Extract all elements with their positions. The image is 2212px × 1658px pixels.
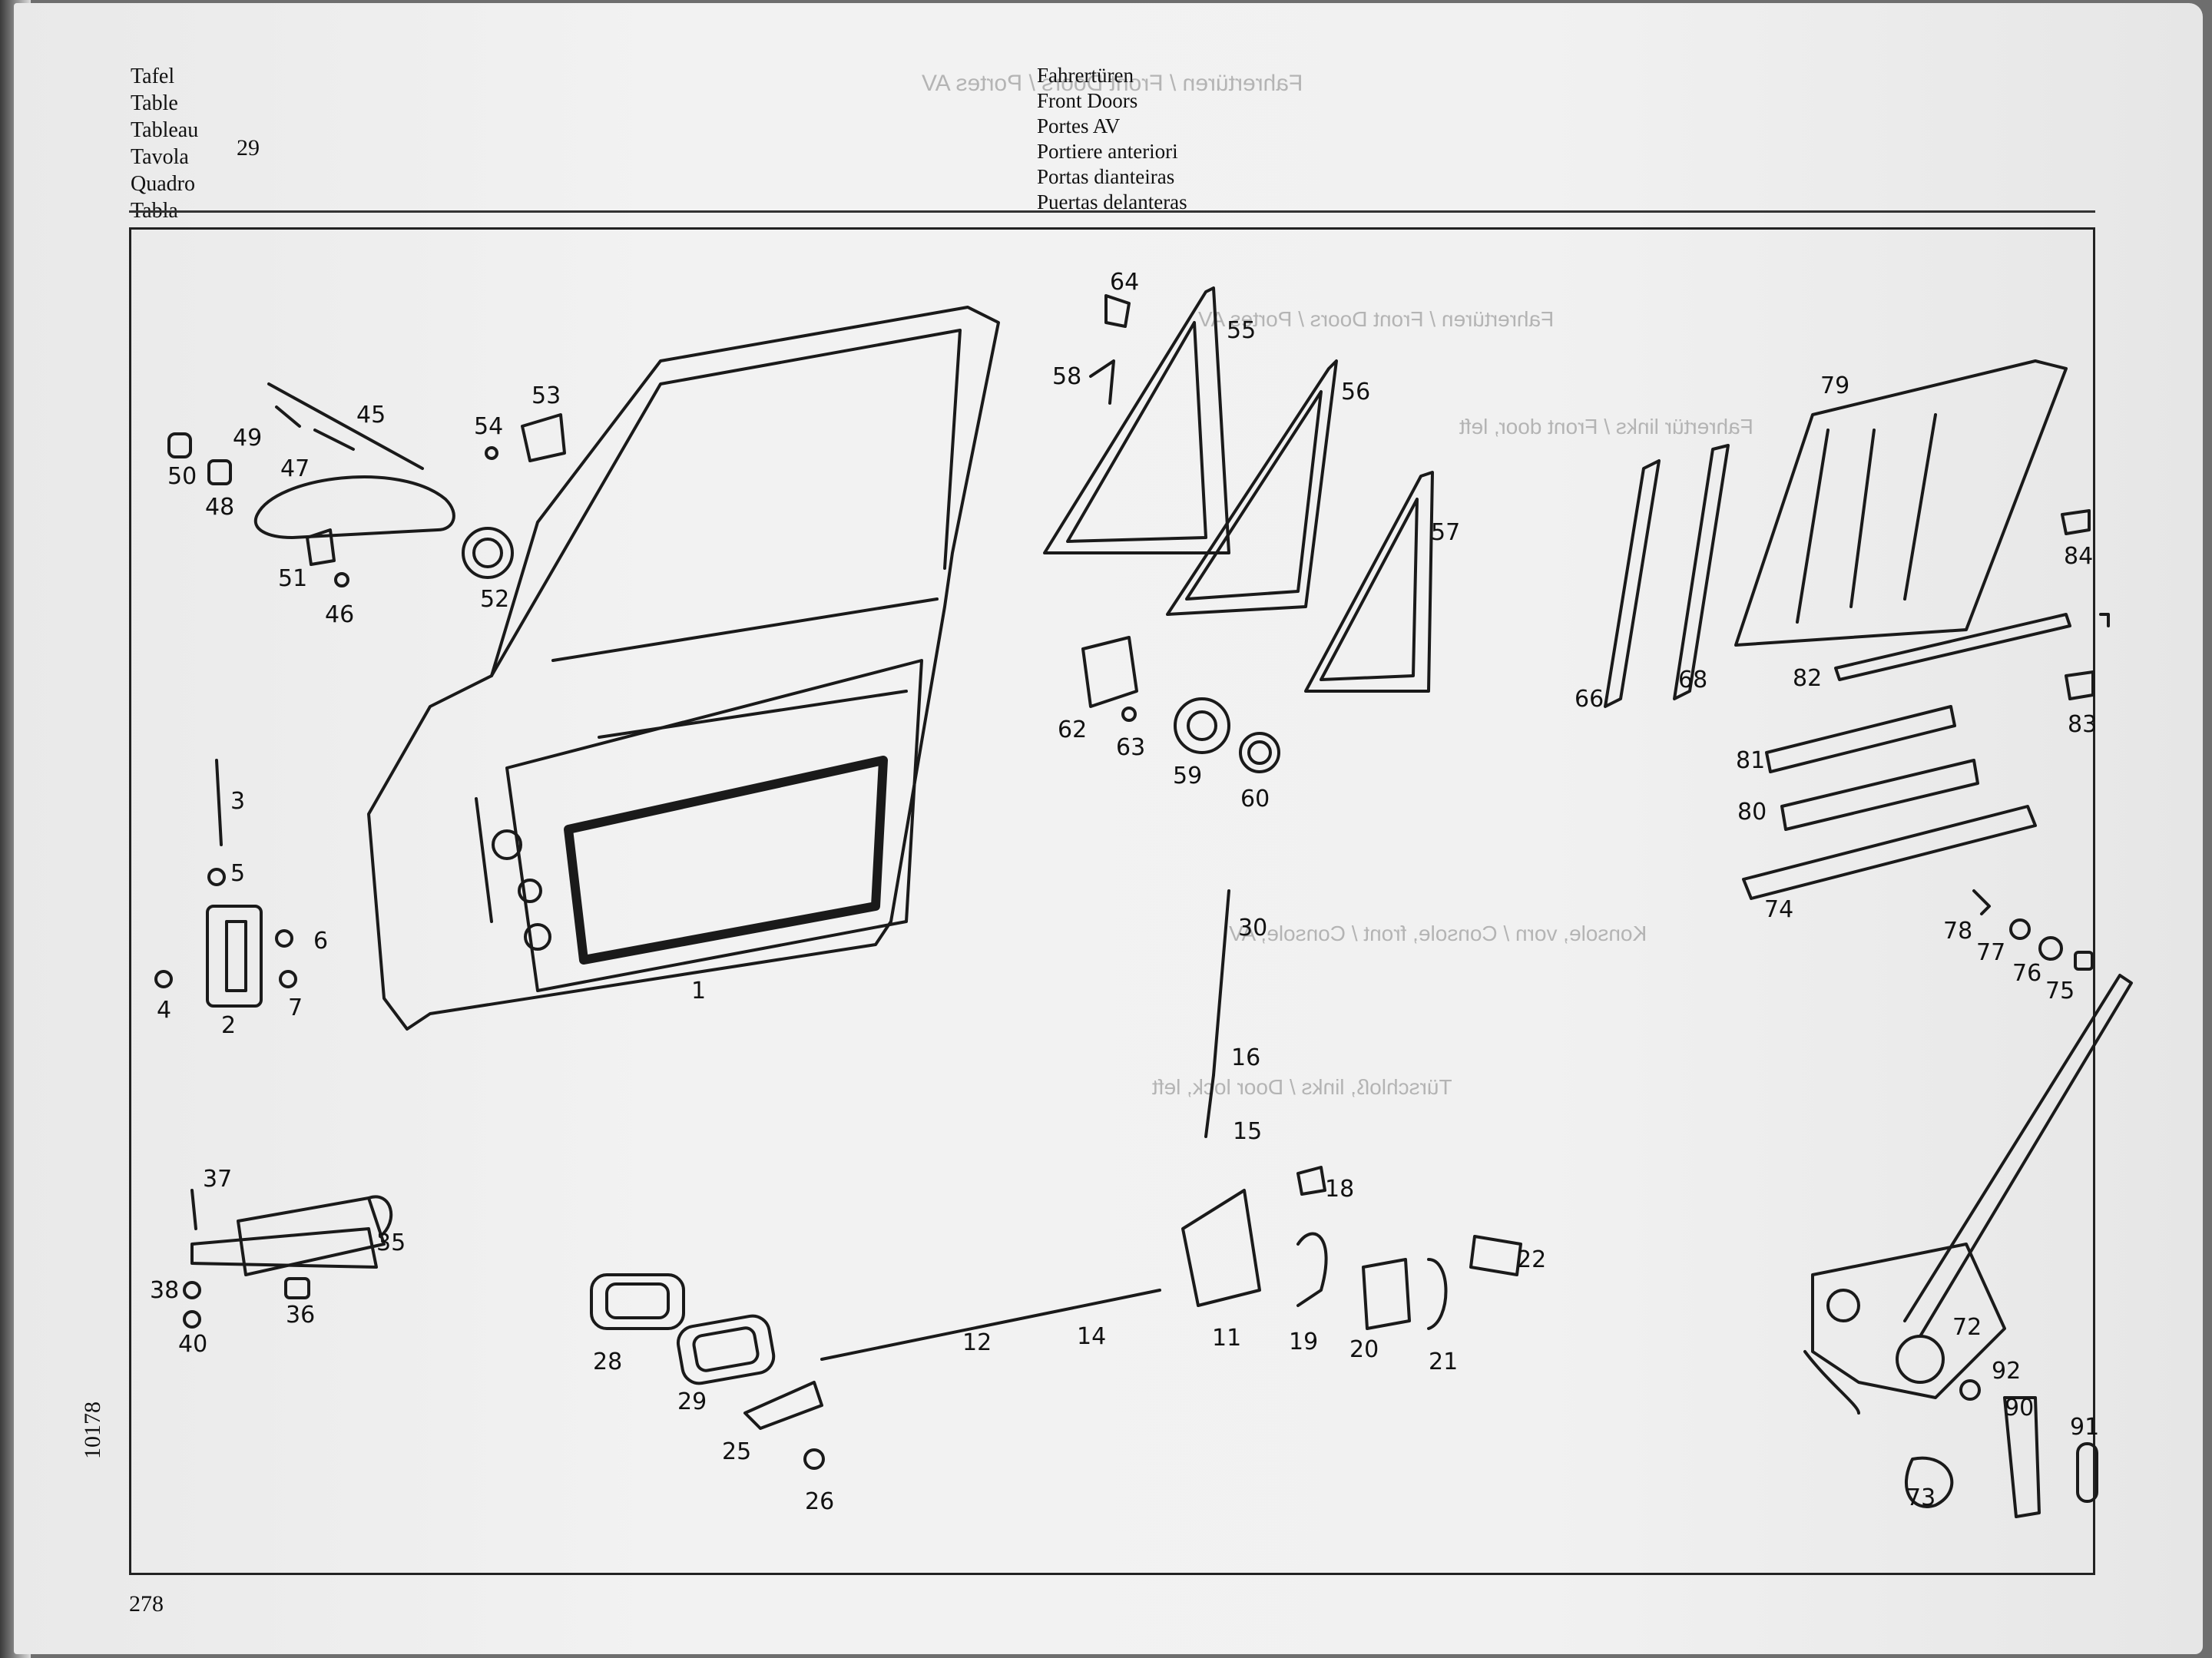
callout-50: 50	[167, 463, 197, 490]
door-glass-drawing	[1734, 359, 2068, 647]
callout-68: 68	[1678, 667, 1707, 693]
callout-62: 62	[1058, 716, 1087, 743]
callout-38: 38	[150, 1277, 179, 1304]
callout-5: 5	[230, 860, 245, 887]
callout-58: 58	[1052, 363, 1081, 390]
callout-40: 40	[178, 1331, 207, 1358]
callout-84: 84	[2064, 543, 2093, 570]
callout-92: 92	[1992, 1358, 2021, 1385]
callout-73: 73	[1906, 1484, 1936, 1511]
hinge-drawing	[154, 759, 297, 1008]
window-regulator-drawing	[1803, 974, 2133, 1518]
callout-75: 75	[2045, 978, 2075, 1004]
callout-11: 11	[1212, 1325, 1241, 1352]
callout-29: 29	[677, 1388, 707, 1415]
callout-55: 55	[1227, 317, 1256, 344]
callout-91: 91	[2070, 1414, 2099, 1441]
callout-15: 15	[1233, 1118, 1262, 1145]
title-line: Front Doors	[1037, 89, 1138, 112]
inside-bezel-drawing	[590, 1273, 825, 1470]
callout-30: 30	[1238, 915, 1267, 942]
callout-45: 45	[356, 402, 386, 429]
callout-25: 25	[722, 1438, 751, 1465]
callout-14: 14	[1077, 1323, 1106, 1350]
door-check-drawing	[183, 1189, 393, 1329]
callout-18: 18	[1325, 1176, 1354, 1203]
title-line: Portas dianteiras	[1037, 165, 1175, 188]
title-line: Fahrertüren	[1037, 64, 1134, 87]
table-label-list: Tafel Table Tableau Tavola Quadro Tabla	[131, 63, 198, 224]
vent-window-drawing	[1043, 286, 1434, 693]
callout-3: 3	[230, 788, 245, 815]
title-line: Puertas delanteras	[1037, 190, 1187, 213]
callout-66: 66	[1575, 686, 1604, 713]
callout-82: 82	[1793, 665, 1822, 692]
callout-78: 78	[1943, 918, 1972, 945]
callout-21: 21	[1429, 1349, 1458, 1375]
table-label: Tableau	[131, 118, 199, 142]
callout-47: 47	[280, 455, 310, 482]
callout-57: 57	[1431, 519, 1460, 546]
side-number: 10178	[80, 1402, 105, 1459]
callout-35: 35	[376, 1229, 406, 1256]
callout-19: 19	[1289, 1329, 1318, 1355]
callout-74: 74	[1764, 896, 1793, 923]
callout-48: 48	[205, 494, 234, 521]
table-label: Quadro	[131, 172, 195, 196]
callout-64: 64	[1110, 269, 1139, 296]
title-line: Portiere anteriori	[1037, 140, 1178, 163]
outside-handle-drawing	[167, 382, 566, 587]
catalog-page	[14, 3, 2203, 1654]
callout-2: 2	[221, 1012, 236, 1039]
door-shell-drawing	[367, 306, 1000, 1031]
callout-79: 79	[1820, 372, 1849, 399]
callout-16: 16	[1231, 1044, 1260, 1071]
page-title: Fahrertüren Front Doors Portes AV Portie…	[1037, 63, 1187, 215]
callout-77: 77	[1976, 939, 2005, 966]
callout-20: 20	[1349, 1336, 1379, 1363]
table-label: Tafel	[131, 65, 175, 88]
callout-6: 6	[313, 928, 328, 955]
callout-53: 53	[531, 382, 561, 409]
table-label: Table	[131, 91, 178, 115]
callout-1: 1	[691, 978, 706, 1004]
lock-linkage-drawing	[820, 889, 1522, 1361]
callout-26: 26	[805, 1488, 834, 1515]
callout-56: 56	[1341, 379, 1370, 405]
callout-37: 37	[203, 1166, 232, 1193]
callout-90: 90	[2005, 1395, 2034, 1421]
callout-76: 76	[2012, 960, 2041, 987]
callout-81: 81	[1736, 747, 1765, 774]
callout-54: 54	[474, 413, 503, 440]
stop-parts-drawing	[1972, 889, 2094, 971]
callout-49: 49	[233, 425, 262, 452]
title-line: Portes AV	[1037, 114, 1121, 137]
diagram-frame	[129, 227, 2095, 1575]
callout-7: 7	[288, 994, 303, 1021]
callout-52: 52	[480, 586, 509, 613]
header-rule	[129, 210, 2095, 213]
callout-36: 36	[286, 1302, 315, 1329]
callout-80: 80	[1737, 799, 1767, 826]
window-guide-drawing	[1604, 444, 1730, 708]
callout-59: 59	[1173, 763, 1202, 789]
callout-72: 72	[1952, 1314, 1982, 1341]
callout-83: 83	[2068, 711, 2097, 738]
callout-4: 4	[157, 997, 171, 1024]
table-number: 29	[237, 135, 260, 161]
vent-pivot-drawing	[1081, 636, 1280, 773]
callout-28: 28	[593, 1349, 622, 1375]
glass-channel-drawing	[1742, 509, 2110, 900]
callout-22: 22	[1517, 1246, 1546, 1273]
callout-46: 46	[325, 601, 354, 628]
callout-12: 12	[962, 1329, 992, 1356]
page-number: 278	[129, 1591, 164, 1617]
callout-63: 63	[1116, 734, 1145, 761]
table-label: Tavola	[131, 145, 189, 169]
callout-60: 60	[1240, 786, 1270, 812]
callout-51: 51	[278, 565, 307, 592]
